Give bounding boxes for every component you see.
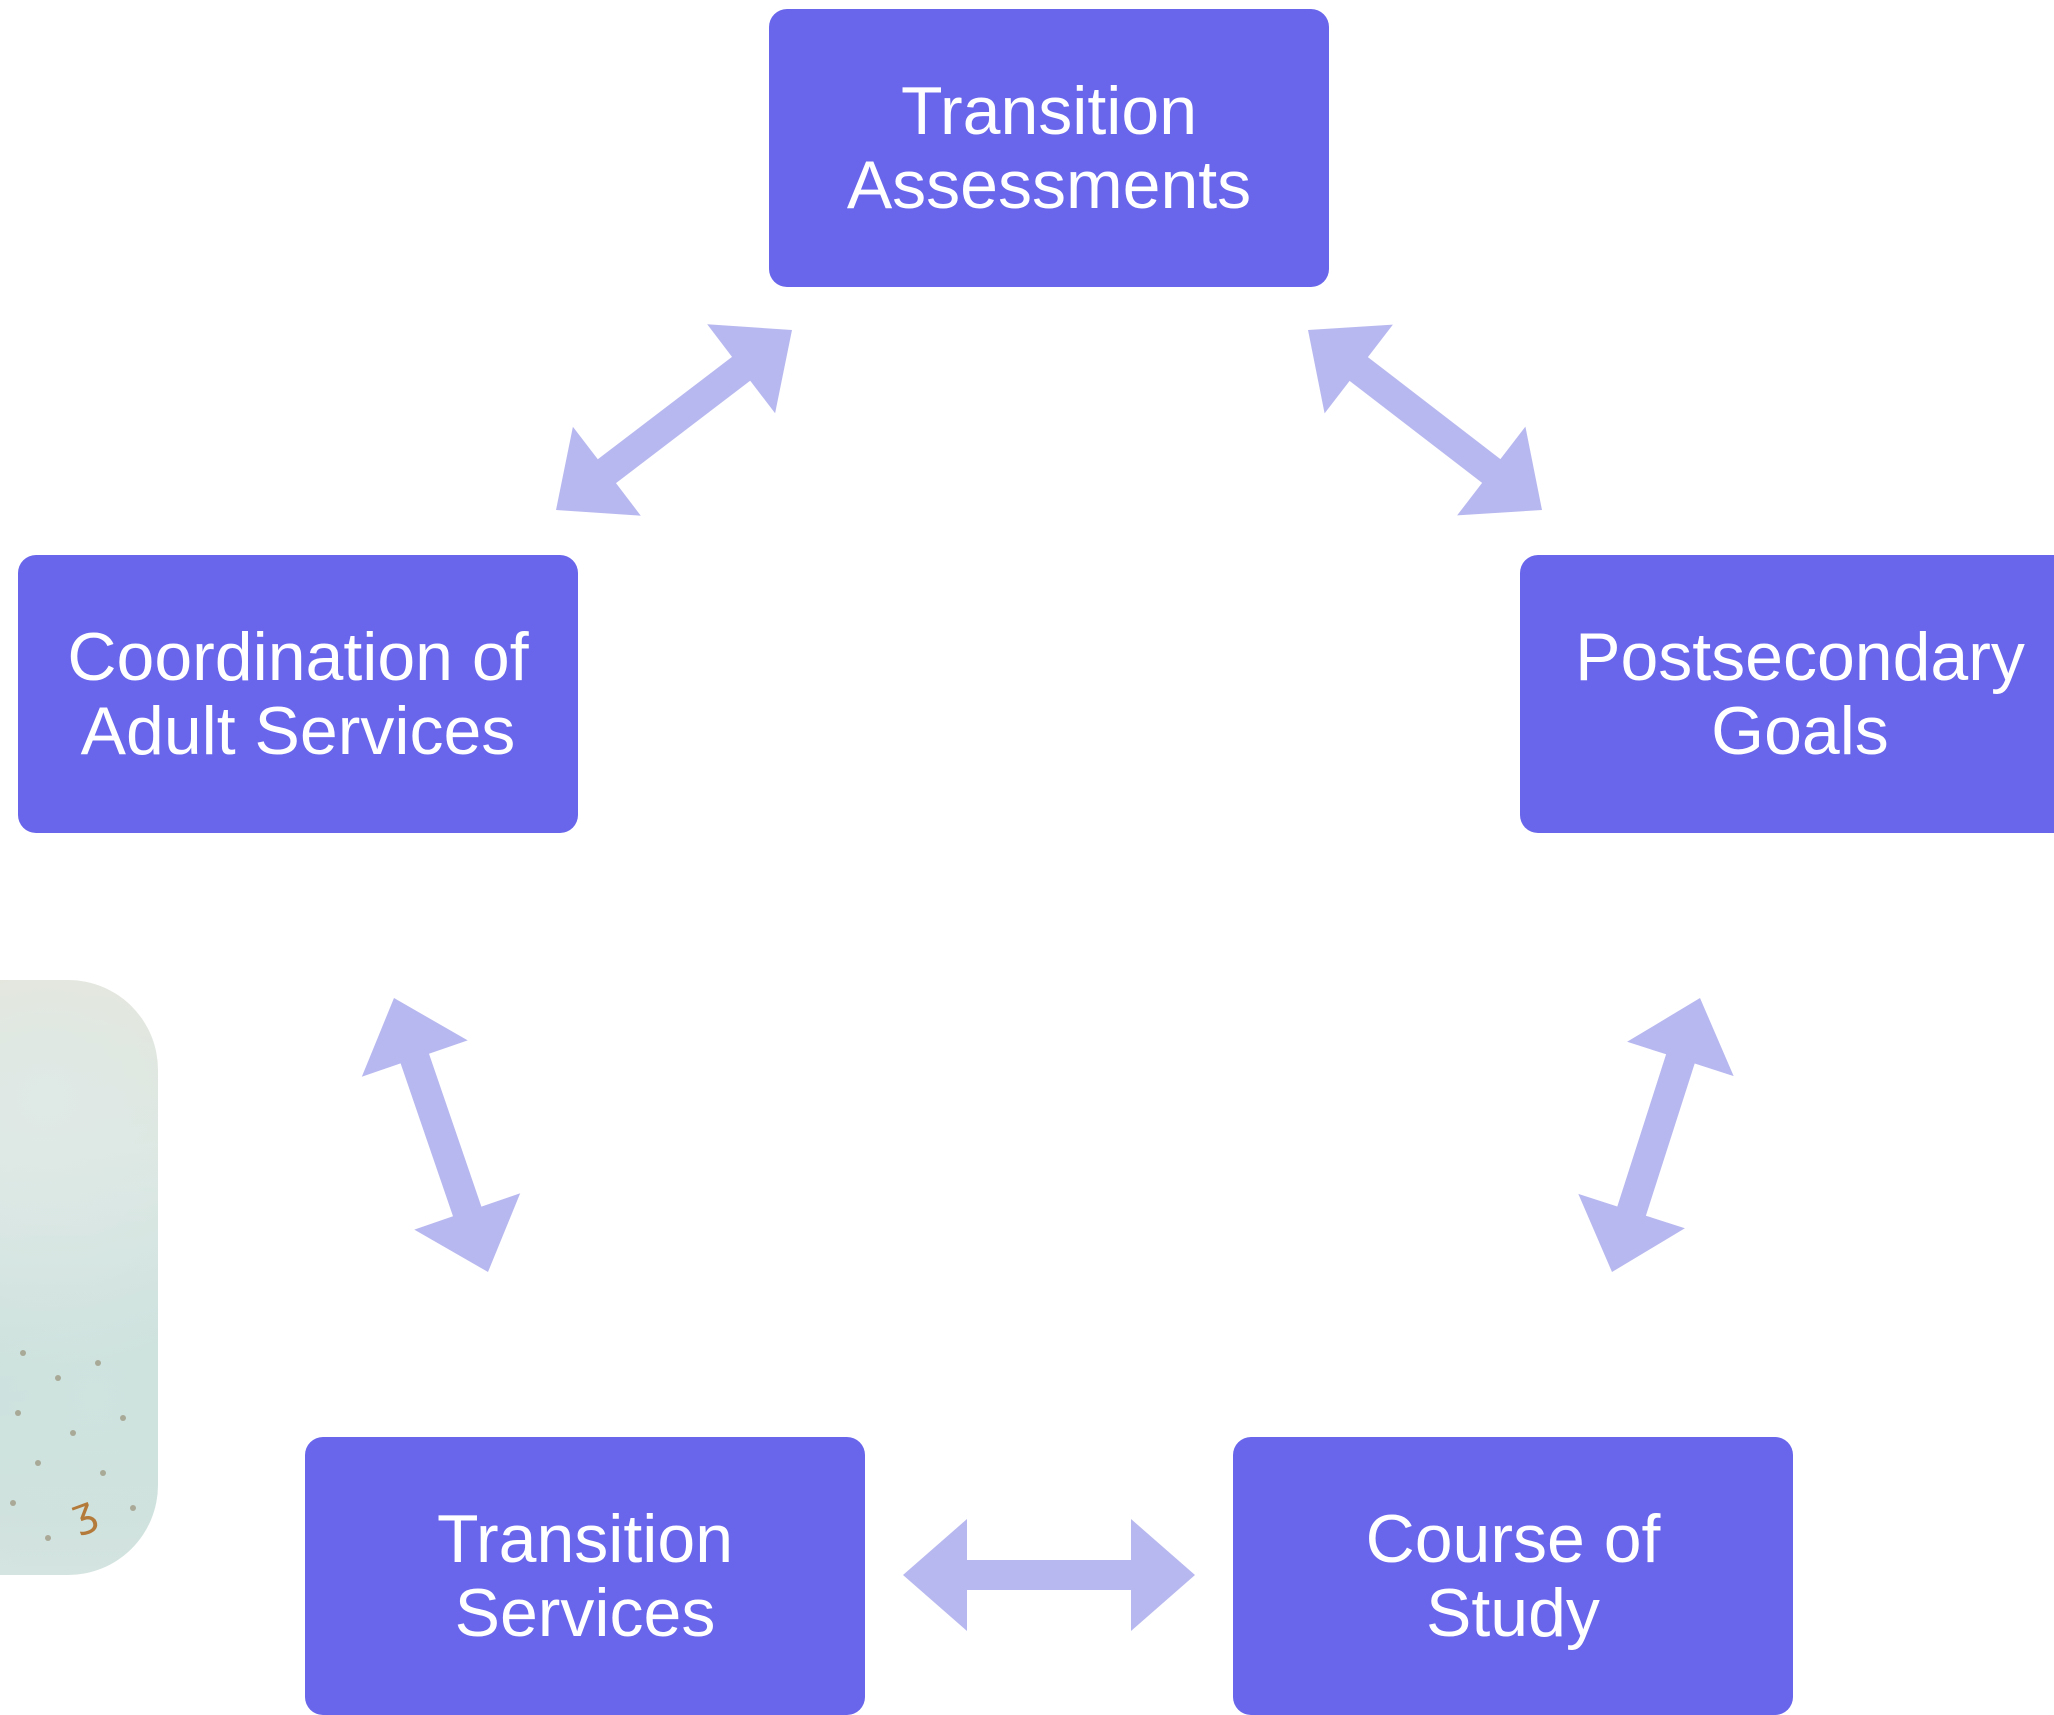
node-label: Postsecondary Goals bbox=[1575, 619, 2025, 769]
node-transition-assessments: Transition Assessments bbox=[769, 9, 1329, 287]
arrow-course-services bbox=[903, 1519, 1195, 1631]
node-label: Coordination of Adult Services bbox=[67, 619, 529, 769]
arrow-services-coordination bbox=[361, 998, 521, 1272]
node-label: Course of Study bbox=[1365, 1501, 1661, 1651]
node-course-of-study: Course of Study bbox=[1233, 1437, 1793, 1715]
node-postsecondary-goals: Postsecondary Goals bbox=[1520, 555, 2054, 833]
arrow-assessments-goals bbox=[1308, 324, 1542, 516]
node-label: Transition Services bbox=[436, 1501, 734, 1651]
arrow-coordination-assessments bbox=[556, 324, 792, 516]
arrow-goals-course bbox=[1578, 998, 1734, 1272]
node-transition-services: Transition Services bbox=[305, 1437, 865, 1715]
node-label: Transition Assessments bbox=[846, 73, 1252, 223]
node-coordination-adult-services: Coordination of Adult Services bbox=[18, 555, 578, 833]
background-photo: ʒ bbox=[0, 980, 158, 1575]
